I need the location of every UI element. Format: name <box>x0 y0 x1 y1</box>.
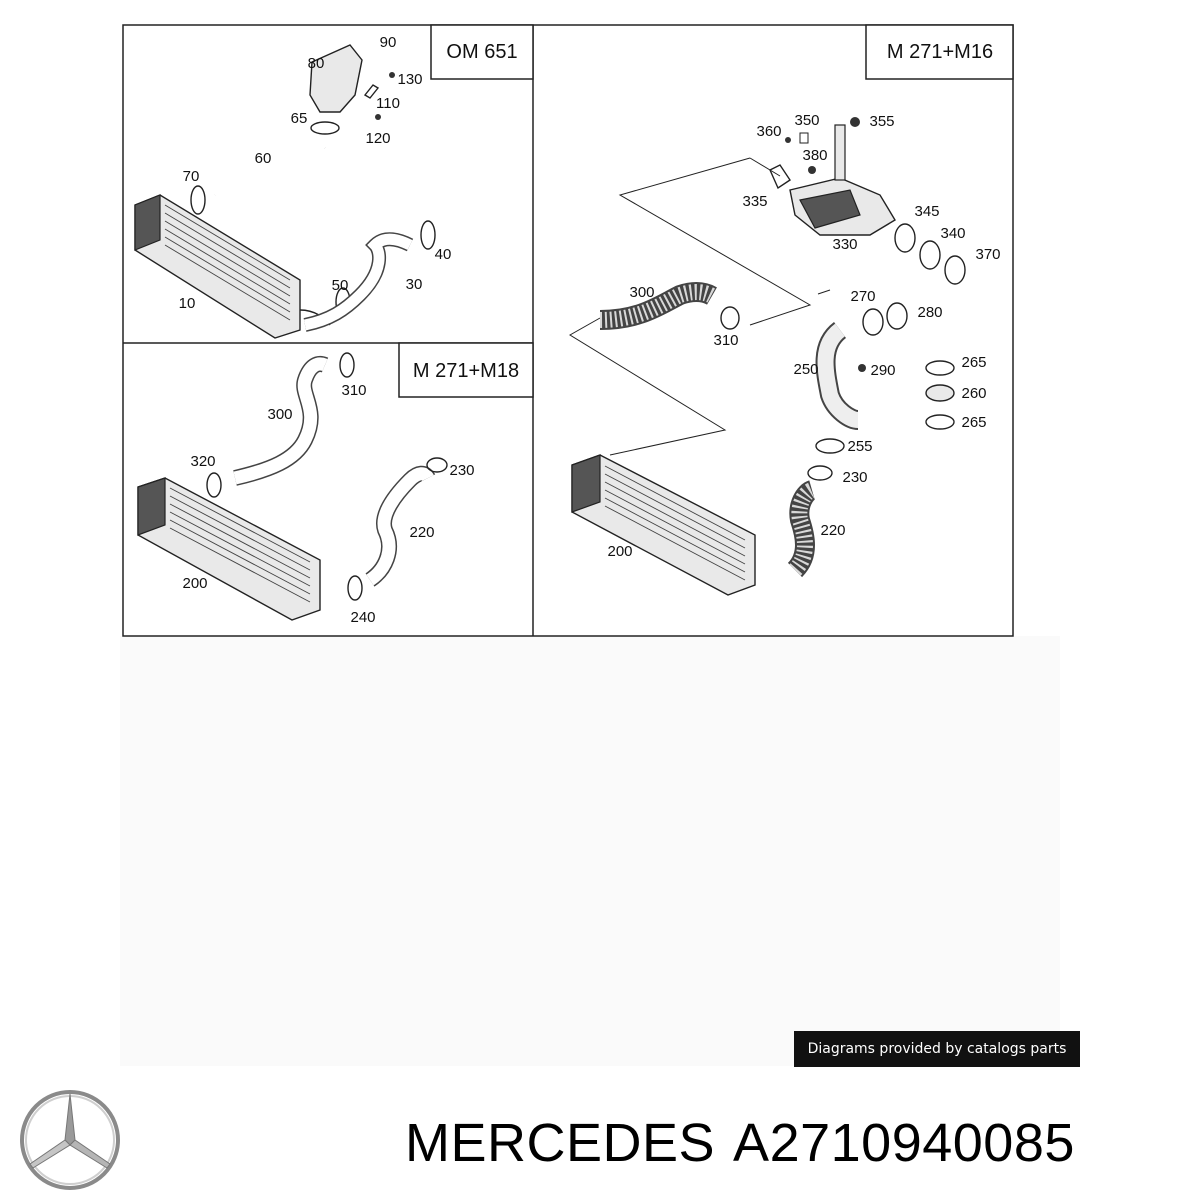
callout-label: 290 <box>870 362 895 379</box>
panel-tag-m271-m16-text: M 271+M16 <box>887 41 993 63</box>
panel-tag-m271-m18: M 271+M18 <box>398 342 534 398</box>
intercooler-200-m18-drawing <box>137 477 321 621</box>
callout-label: 10 <box>179 295 196 312</box>
callout-label: 130 <box>397 71 422 88</box>
callout-label: 250 <box>793 361 818 378</box>
drawing-m271-m16 <box>569 117 966 596</box>
mercedes-star-logo-icon <box>20 1090 120 1190</box>
callout-label: 300 <box>629 284 654 301</box>
callout-label: 220 <box>409 524 434 541</box>
leader-line-lower <box>569 317 727 456</box>
callout-label: 50 <box>332 277 349 294</box>
callout-label: 40 <box>435 246 452 263</box>
callout-label: 255 <box>847 438 872 455</box>
intercooler-10-drawing <box>134 194 331 339</box>
callout-label: 350 <box>794 112 819 129</box>
part-number: A2710940085 <box>733 1113 1075 1173</box>
callout-label: 335 <box>742 193 767 210</box>
hose-300-m16-drawing <box>599 282 717 330</box>
callout-label: 265 <box>961 354 986 371</box>
callout-label: 200 <box>182 575 207 592</box>
callout-label: 380 <box>802 147 827 164</box>
callout-label: 370 <box>975 246 1000 263</box>
callout-label: 260 <box>961 385 986 402</box>
callout-label: 200 <box>607 543 632 560</box>
intercooler-200-m16-drawing <box>571 454 756 596</box>
diagram-credit-badge: Diagrams provided by catalogs parts <box>794 1031 1080 1067</box>
callouts-om651: 90 80 130 110 65 120 60 70 10 40 50 30 <box>179 34 452 312</box>
callout-label: 120 <box>365 130 390 147</box>
callout-label: 65 <box>291 110 308 127</box>
callout-label: 310 <box>341 382 366 399</box>
panel-tag-om651: OM 651 <box>430 24 534 80</box>
callout-label: 360 <box>756 123 781 140</box>
callout-label: 230 <box>449 462 474 479</box>
callouts-m271-m16: 360 350 355 380 335 345 330 340 370 300 … <box>607 112 1000 560</box>
callout-label: 330 <box>832 236 857 253</box>
callout-label: 270 <box>850 288 875 305</box>
callout-label: 30 <box>406 276 423 293</box>
product-title: MERCEDES A2710940085 <box>405 1108 1093 1178</box>
panel-tag-m271-m16: M 271+M16 <box>865 24 1014 80</box>
callout-label: 70 <box>183 168 200 185</box>
callouts-m271-m18: 300 310 320 230 220 200 240 <box>182 382 474 626</box>
panel-tag-m271-m18-text: M 271+M18 <box>413 360 519 382</box>
drawing-om651 <box>134 44 436 339</box>
callout-label: 60 <box>255 150 272 167</box>
brand-name: MERCEDES <box>405 1113 716 1173</box>
callout-label: 110 <box>376 95 400 112</box>
callout-label: 80 <box>308 55 325 72</box>
callout-label: 320 <box>190 453 215 470</box>
callout-label: 310 <box>713 332 738 349</box>
callout-label: 90 <box>380 34 397 51</box>
callout-label: 340 <box>940 225 965 242</box>
callout-label: 220 <box>820 522 845 539</box>
callout-label: 230 <box>842 469 867 486</box>
callout-label: 240 <box>350 609 375 626</box>
callout-label: 345 <box>914 203 939 220</box>
panel-tag-om651-text: OM 651 <box>446 41 517 63</box>
drawing-m271-m18 <box>137 352 448 621</box>
diagram-backdrop <box>120 636 1060 1066</box>
callout-label: 300 <box>267 406 292 423</box>
callout-label: 355 <box>869 113 894 130</box>
callout-label: 265 <box>961 414 986 431</box>
leader-line-upper <box>618 157 812 326</box>
callout-label: 280 <box>917 304 942 321</box>
part-80-drawing <box>309 44 363 113</box>
